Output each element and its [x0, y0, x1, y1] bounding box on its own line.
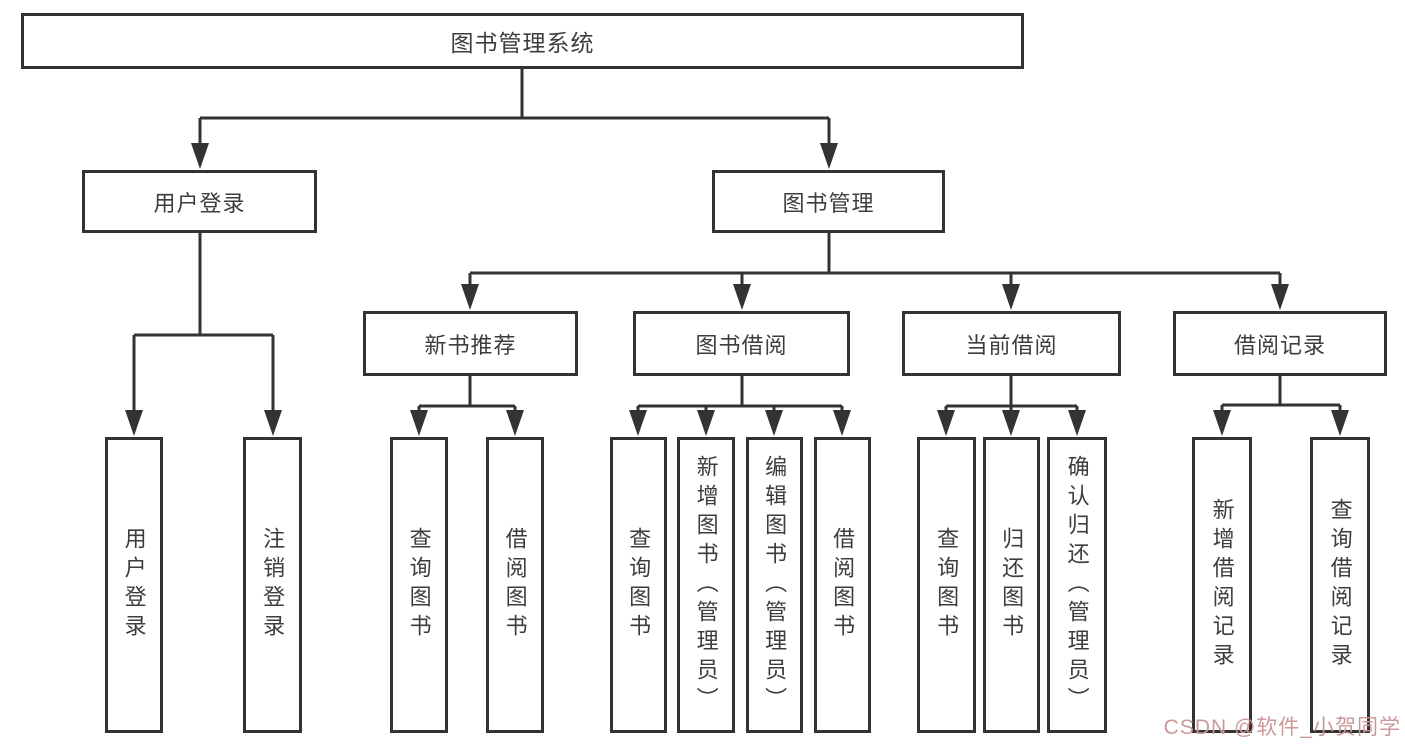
node-book-management-label: 图书管理 — [782, 190, 875, 216]
leaf-query-books-borrow: 查询图书 — [610, 437, 667, 733]
leaf-query-borrow-record-label: 查询借阅记录 — [1327, 498, 1353, 672]
connector-paths — [132, 69, 1342, 414]
leaf-query-books-borrow-label: 查询图书 — [626, 527, 652, 643]
leaf-borrow-books-borrow-label: 借阅图书 — [830, 527, 856, 643]
leaf-add-borrow-record-label: 新增借阅记录 — [1209, 498, 1235, 672]
leaf-borrow-books-recommend-label: 借阅图书 — [502, 527, 528, 643]
leaf-return-books-label: 归还图书 — [999, 527, 1025, 643]
leaf-add-book-admin-label: 新增图书（管理员） — [693, 454, 719, 716]
node-book-borrow-label: 图书借阅 — [695, 332, 788, 358]
node-current-borrow: 当前借阅 — [902, 311, 1121, 376]
leaf-add-book-admin: 新增图书（管理员） — [677, 437, 735, 733]
node-current-borrow-label: 当前借阅 — [965, 332, 1058, 358]
leaf-borrow-books-recommend: 借阅图书 — [486, 437, 544, 733]
node-user-login-label: 用户登录 — [153, 190, 246, 216]
leaf-borrow-books-borrow: 借阅图书 — [814, 437, 871, 733]
leaf-return-books: 归还图书 — [983, 437, 1040, 733]
arrowheads — [125, 143, 1349, 436]
node-root: 图书管理系统 — [21, 13, 1024, 69]
node-book-management: 图书管理 — [712, 170, 945, 233]
node-book-borrow: 图书借阅 — [633, 311, 850, 376]
node-user-login: 用户登录 — [82, 170, 317, 233]
leaf-edit-book-admin: 编辑图书（管理员） — [746, 437, 803, 733]
leaf-query-books-recommend: 查询图书 — [390, 437, 448, 733]
node-borrow-records-label: 借阅记录 — [1233, 332, 1326, 358]
leaf-query-borrow-record: 查询借阅记录 — [1310, 437, 1370, 733]
node-borrow-records: 借阅记录 — [1173, 311, 1387, 376]
leaf-user-login-label: 用户登录 — [121, 527, 147, 643]
node-root-label: 图书管理系统 — [450, 30, 595, 56]
leaf-query-books-recommend-label: 查询图书 — [406, 527, 432, 643]
leaf-logout: 注销登录 — [243, 437, 302, 733]
leaf-add-borrow-record: 新增借阅记录 — [1192, 437, 1252, 733]
leaf-confirm-return-admin-label: 确认归还（管理员） — [1064, 454, 1090, 716]
leaf-user-login: 用户登录 — [105, 437, 163, 733]
node-new-book-recommend: 新书推荐 — [363, 311, 578, 376]
leaf-query-books-current: 查询图书 — [917, 437, 976, 733]
watermark: CSDN @软件_小贺同学 — [1163, 716, 1401, 739]
leaf-confirm-return-admin: 确认归还（管理员） — [1047, 437, 1107, 733]
leaf-logout-label: 注销登录 — [260, 527, 286, 643]
leaf-query-books-current-label: 查询图书 — [934, 527, 960, 643]
leaf-edit-book-admin-label: 编辑图书（管理员） — [762, 454, 788, 716]
node-new-book-recommend-label: 新书推荐 — [424, 332, 517, 358]
